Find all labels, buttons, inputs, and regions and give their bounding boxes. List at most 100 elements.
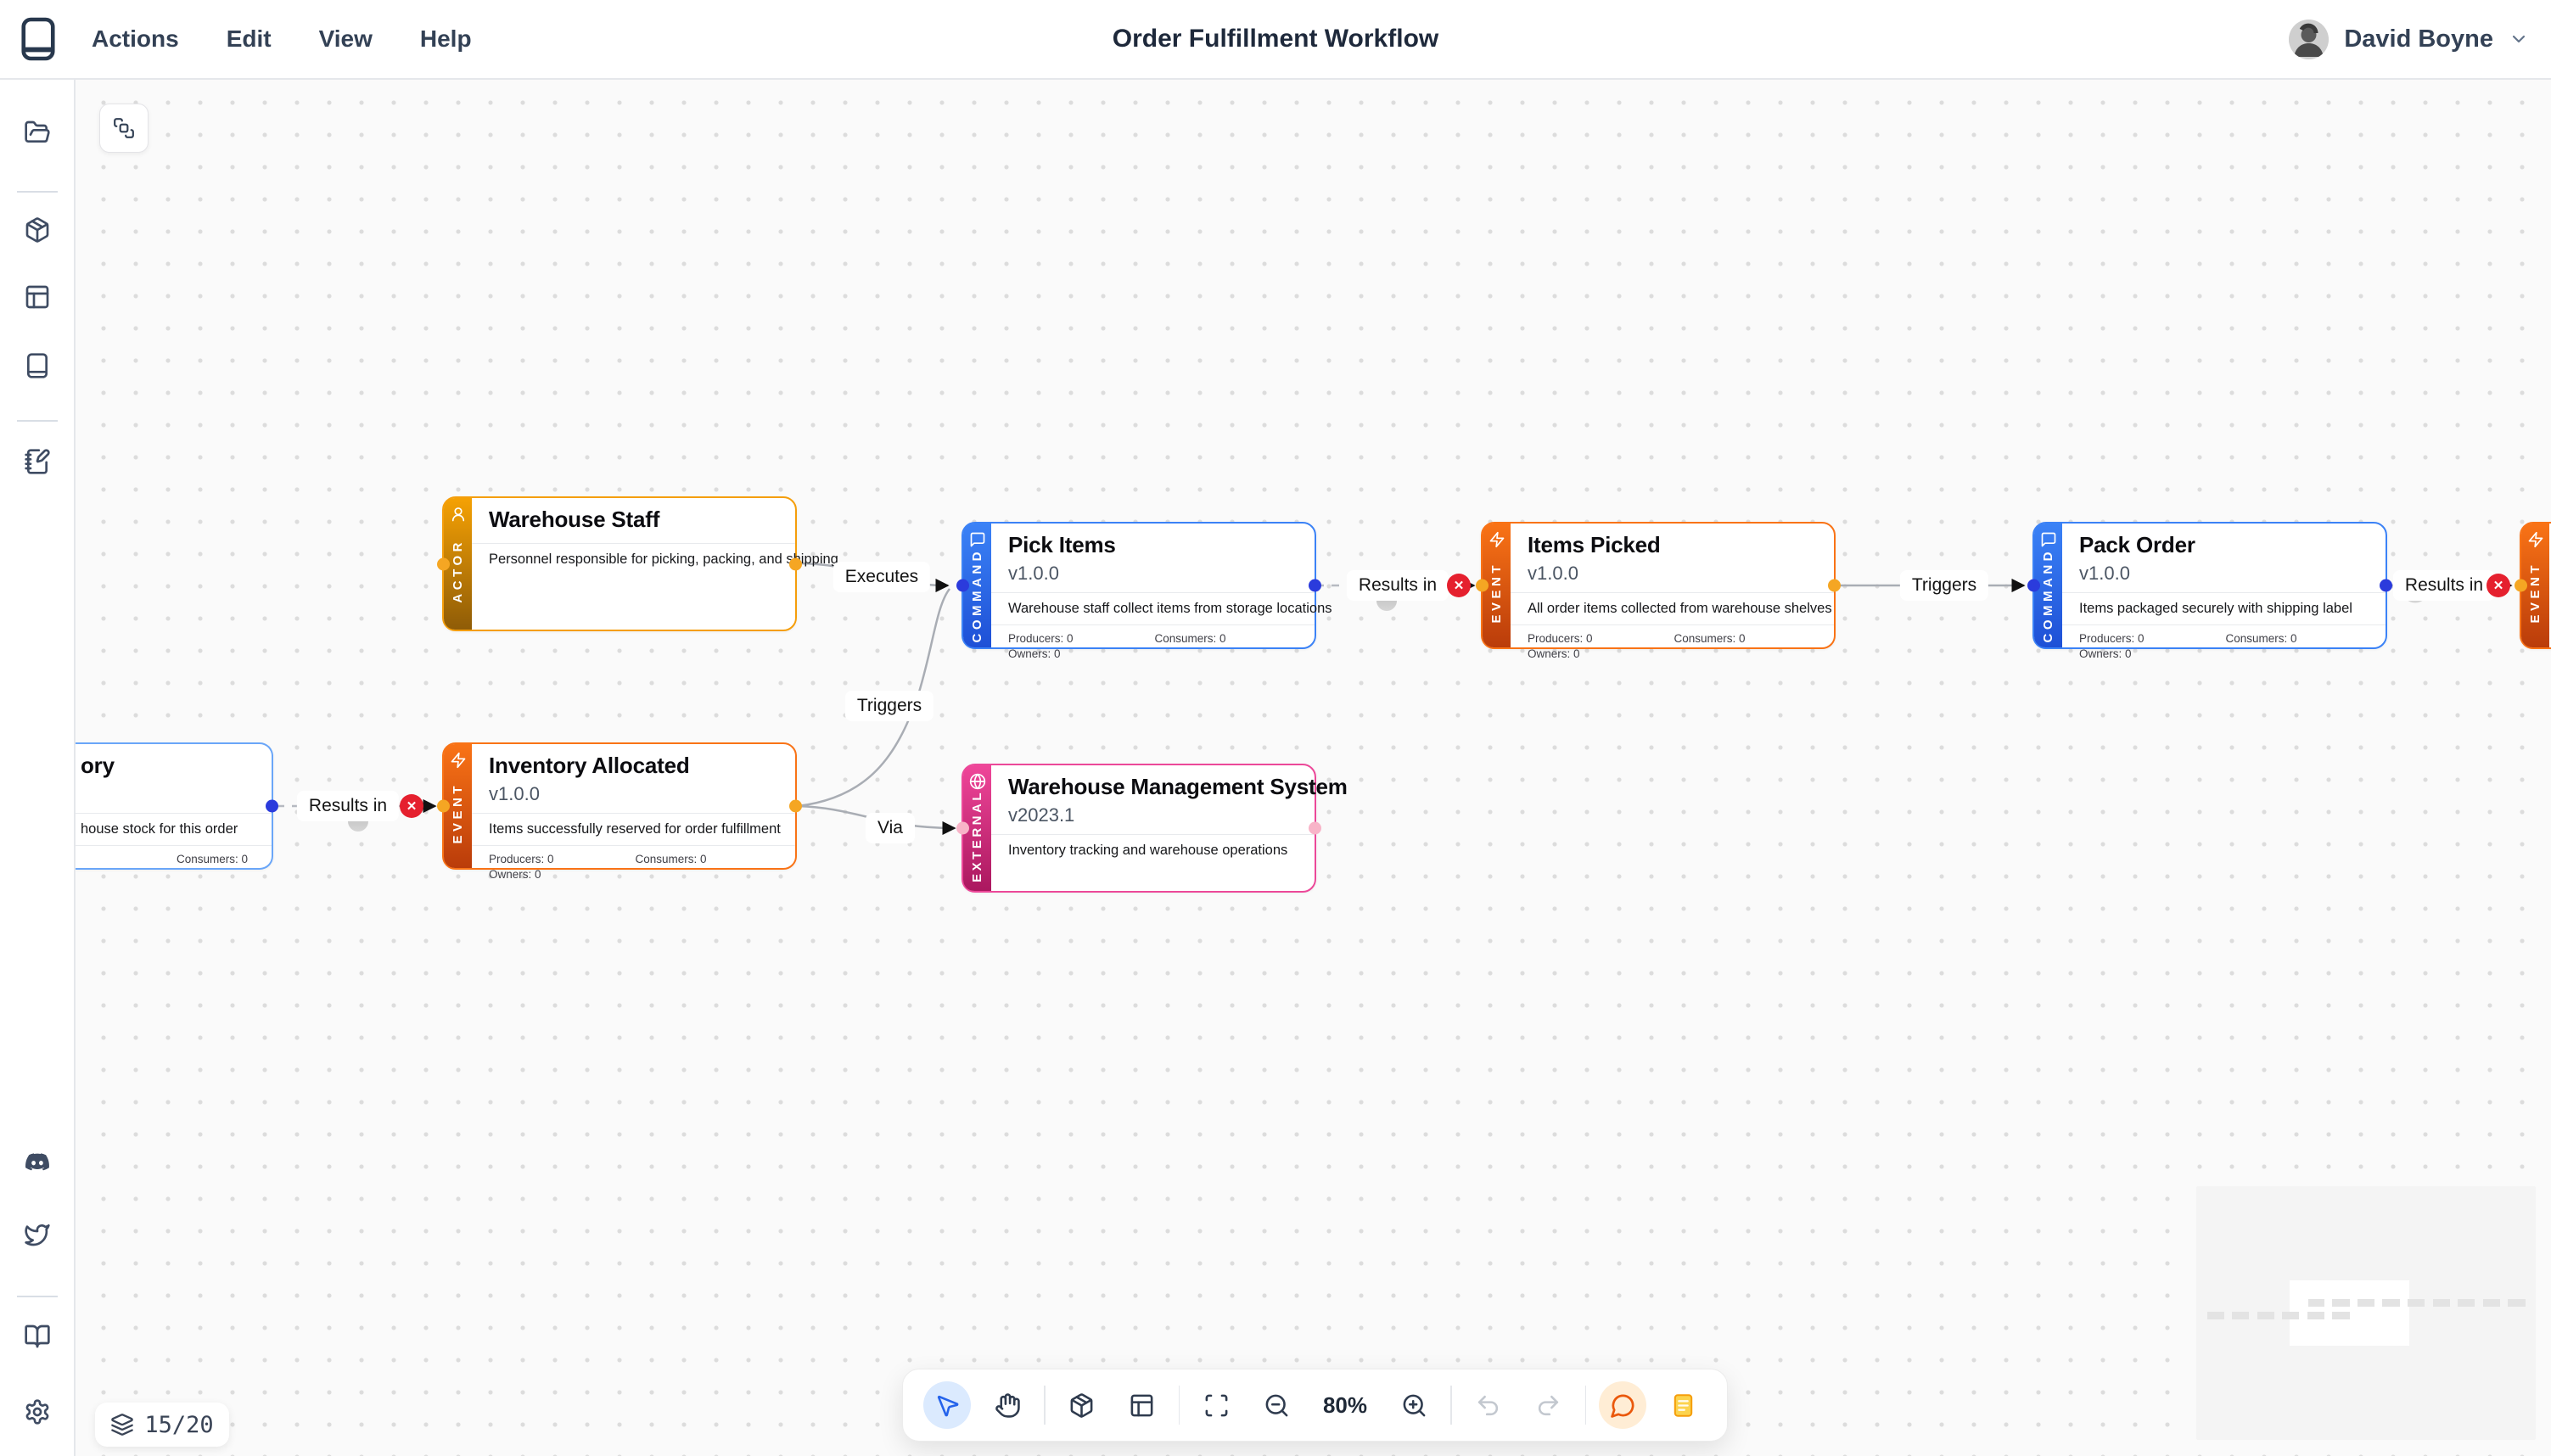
zap-icon [2528, 531, 2543, 548]
redo-button[interactable] [1525, 1381, 1573, 1429]
menu-view[interactable]: View [318, 25, 373, 52]
toolbar-divider [1044, 1386, 1046, 1425]
connection-handle-right[interactable] [789, 557, 802, 570]
node-pick-items[interactable]: COMMAND Pick Items v1.0.0 Warehouse staf… [956, 522, 1332, 660]
connection-handle-left[interactable] [1476, 579, 1489, 592]
connection-handle-left[interactable] [2027, 579, 2040, 592]
notes-tool-button[interactable] [1659, 1381, 1707, 1429]
node-owners: Owners: 0 [1008, 647, 1061, 660]
settings-icon[interactable] [24, 1398, 51, 1425]
notebook-pen-icon[interactable] [24, 448, 51, 475]
menu-edit[interactable]: Edit [226, 25, 272, 52]
minimap-node [2232, 1312, 2249, 1319]
node-warehouse-management-system[interactable]: EXTERNAL Warehouse Management System v20… [956, 764, 1348, 893]
book-icon[interactable] [24, 352, 51, 379]
workflow-canvas[interactable]: Executes Triggers Results in Triggers Re… [76, 80, 2551, 1456]
node-clipped-right[interactable]: EVENT [2515, 522, 2551, 649]
toolbar-divider [1584, 1386, 1586, 1425]
bring-to-front-icon [114, 118, 134, 138]
node-consumers: Consumers: 0 [1154, 632, 1226, 645]
node-producers: Producers: 0 [489, 853, 554, 865]
sidebar-divider [17, 191, 58, 193]
node-consumers: Consumers: 0 [2225, 632, 2297, 645]
chevron-down-icon [2512, 35, 2526, 43]
panels-icon[interactable] [24, 283, 51, 311]
minimap-node [2332, 1299, 2350, 1307]
canvas-toolbar: 80% [902, 1369, 1728, 1442]
canvas-mode-button[interactable] [99, 104, 149, 153]
node-description: Inventory tracking and warehouse operati… [1008, 843, 1288, 858]
connection-handle-right[interactable] [266, 799, 278, 813]
node-type-badge: ACTOR [451, 539, 465, 603]
node-pack-order[interactable]: COMMAND Pack Order v1.0.0 Items packaged… [2027, 522, 2392, 660]
add-node-button[interactable] [1058, 1381, 1106, 1429]
toolbar-divider [1450, 1386, 1452, 1425]
fit-view-icon [1205, 1394, 1227, 1416]
connection-handle-right[interactable] [789, 799, 802, 813]
edge-label-via: Via [866, 813, 915, 843]
hand-tool-button[interactable] [984, 1381, 1031, 1429]
node-owners: Owners: 0 [2079, 647, 2132, 660]
toolbar-divider [1178, 1386, 1180, 1425]
node-description: Items packaged securely with shipping la… [2079, 601, 2352, 616]
app-logo-icon[interactable] [19, 16, 58, 62]
connection-handle-left[interactable] [956, 821, 969, 835]
node-producers: Producers: 0 [2079, 632, 2145, 645]
node-clipped-left[interactable]: ory house stock for this order Consumers… [76, 742, 278, 870]
zoom-in-button[interactable] [1390, 1381, 1438, 1429]
minimap-node [2508, 1299, 2526, 1307]
node-description: All order items collected from warehouse… [1528, 601, 1832, 616]
connection-handle-left[interactable] [437, 557, 450, 570]
undo-icon [1477, 1395, 1499, 1415]
node-title-fragment: ory [81, 753, 115, 778]
layers-icon [111, 1414, 134, 1436]
book-open-icon[interactable] [24, 1323, 51, 1350]
connection-handle-left[interactable] [437, 799, 450, 813]
node-description: Warehouse staff collect items from stora… [1008, 601, 1332, 616]
fit-view-button[interactable] [1192, 1381, 1240, 1429]
menu-actions[interactable]: Actions [92, 25, 179, 52]
node-inventory-allocated[interactable]: EVENT Inventory Allocated v1.0.0 Items s… [437, 742, 802, 881]
connection-handle-right[interactable] [1309, 821, 1321, 835]
node-warehouse-staff[interactable]: ACTOR Warehouse Staff Personnel responsi… [437, 496, 838, 631]
connection-handle-right[interactable] [2380, 579, 2392, 592]
connection-handle-left[interactable] [2515, 579, 2527, 592]
zoom-level[interactable]: 80% [1322, 1392, 1368, 1418]
node-counter: 15/20 [144, 1411, 214, 1438]
connection-handle-right[interactable] [1309, 579, 1321, 592]
node-owners: Owners: 0 [489, 868, 541, 881]
sidebar-divider [17, 1296, 58, 1297]
twitter-icon[interactable] [24, 1221, 51, 1248]
zoom-out-icon [1265, 1394, 1287, 1416]
package-icon [1070, 1392, 1093, 1418]
minimap[interactable] [2196, 1186, 2536, 1440]
edge-label-triggers: Triggers [844, 691, 934, 721]
node-type-badge: EVENT [1489, 562, 1504, 624]
zoom-in-icon [1403, 1394, 1425, 1416]
comment-tool-button[interactable] [1599, 1381, 1646, 1429]
delete-edge-button[interactable]: ✕ [2487, 574, 2510, 597]
node-counter-badge[interactable]: 15/20 [95, 1403, 229, 1447]
pointer-tool-button[interactable] [923, 1381, 971, 1429]
layout-button[interactable] [1119, 1381, 1166, 1429]
minimap-node [2433, 1299, 2450, 1307]
edge-label-results-in: Results in [1346, 570, 1449, 601]
left-sidebar [0, 80, 76, 1456]
globe-icon [969, 773, 985, 790]
undo-button[interactable] [1465, 1381, 1512, 1429]
user-menu[interactable]: David Boyne [2289, 19, 2529, 59]
node-owners: Owners: 0 [1528, 647, 1580, 660]
node-producers: Producers: 0 [1528, 632, 1593, 645]
zoom-out-button[interactable] [1253, 1381, 1300, 1429]
delete-edge-button[interactable]: ✕ [1447, 574, 1471, 597]
delete-edge-button[interactable]: ✕ [400, 794, 423, 818]
discord-icon[interactable] [24, 1149, 51, 1176]
folder-open-icon[interactable] [24, 119, 51, 146]
connection-handle-right[interactable] [1828, 579, 1841, 592]
note-icon [1674, 1393, 1692, 1417]
node-items-picked[interactable]: EVENT Items Picked v1.0.0 All order item… [1476, 522, 1841, 660]
connection-handle-left[interactable] [956, 579, 969, 592]
menu-help[interactable]: Help [419, 25, 472, 52]
message-square-icon [970, 532, 984, 547]
package-icon[interactable] [24, 216, 51, 244]
